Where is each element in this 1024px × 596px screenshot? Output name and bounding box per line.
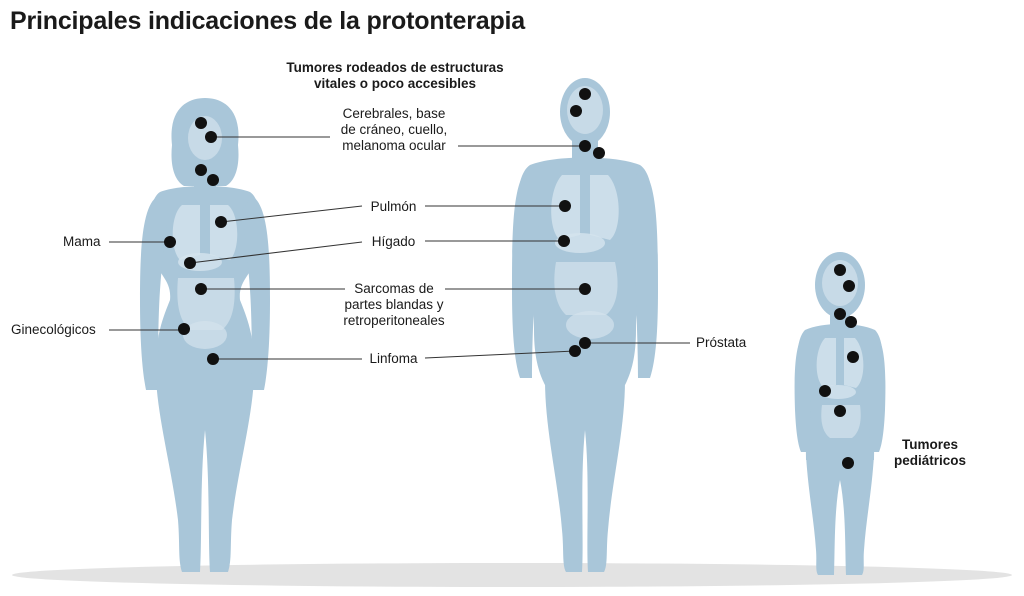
- marker-child-neck-1: [834, 308, 846, 320]
- marker-female-lung: [215, 216, 227, 228]
- marker-male-sarcoma: [579, 283, 591, 295]
- label-linfoma: Linfoma: [362, 351, 425, 367]
- label-sarcomas-line-2: partes blandas y: [335, 297, 453, 313]
- marker-male-neck-2: [593, 147, 605, 159]
- marker-female-lymph: [207, 353, 219, 365]
- marker-child-brain-2: [843, 280, 855, 292]
- marker-male-lymph: [569, 345, 581, 357]
- female-pelvis: [183, 321, 227, 349]
- label-higado: Hígado: [362, 234, 425, 250]
- marker-female-liver: [184, 257, 196, 269]
- marker-child-abdomen: [834, 405, 846, 417]
- label-cerebrales: Cerebrales, base de cráneo, cuello, mela…: [330, 106, 458, 154]
- marker-male-brain-1: [579, 88, 591, 100]
- label-pediatric: Tumores pediátricos: [880, 437, 980, 469]
- label-ginecologicos: Ginecológicos: [11, 322, 96, 338]
- marker-female-neck-2: [207, 174, 219, 186]
- marker-female-neck-1: [195, 164, 207, 176]
- label-pulmon: Pulmón: [362, 199, 425, 215]
- marker-female-breast: [164, 236, 176, 248]
- marker-male-brain-2: [570, 105, 582, 117]
- male-pelvis: [566, 311, 614, 339]
- marker-female-gyneco: [178, 323, 190, 335]
- marker-male-liver: [558, 235, 570, 247]
- female-legs: [156, 378, 254, 572]
- label-sarcomas-line-3: retroperitoneales: [335, 313, 453, 329]
- label-sarcomas-line-1: Sarcomas de: [335, 281, 453, 297]
- marker-female-brain-1: [195, 117, 207, 129]
- label-prostata: Próstata: [696, 335, 746, 351]
- child-legs: [806, 455, 874, 575]
- marker-male-lung: [559, 200, 571, 212]
- label-mama: Mama: [63, 234, 101, 250]
- label-pediatric-line-2: pediátricos: [880, 453, 980, 469]
- label-pediatric-line-1: Tumores: [880, 437, 980, 453]
- marker-child-liver: [819, 385, 831, 397]
- marker-male-neck-1: [579, 140, 591, 152]
- male-legs: [545, 380, 625, 572]
- marker-child-pelvis: [842, 457, 854, 469]
- marker-child-neck-2: [845, 316, 857, 328]
- marker-female-sarcoma: [195, 283, 207, 295]
- label-cerebrales-line-3: melanoma ocular: [330, 138, 458, 154]
- marker-child-brain-1: [834, 264, 846, 276]
- label-sarcomas: Sarcomas de partes blandas y retroperito…: [335, 281, 453, 329]
- marker-male-prostate: [579, 337, 591, 349]
- marker-child-lung: [847, 351, 859, 363]
- marker-female-brain-2: [205, 131, 217, 143]
- label-cerebrales-line-1: Cerebrales, base: [330, 106, 458, 122]
- label-cerebrales-line-2: de cráneo, cuello,: [330, 122, 458, 138]
